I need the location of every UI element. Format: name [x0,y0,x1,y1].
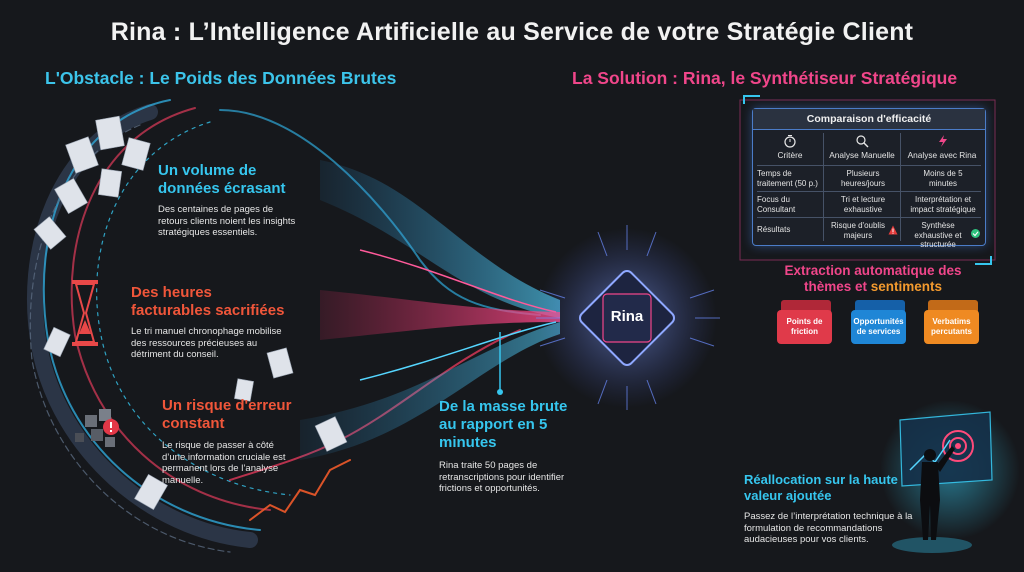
header-rina: Analyse avec Rina [907,150,977,160]
reallocation-text: Passez de l’interprétation technique à l… [744,511,913,545]
extraction-title-main: Extraction automatique des thèmes et [784,263,962,294]
transform-block: De la masse brute au rapport en 5 minute… [439,398,589,495]
target-screen-icon [880,400,1020,553]
obstacle-risk-title: Un risque d'erreur constant [162,397,292,432]
check-icon [971,229,980,238]
row-time-label: Temps de traitement (50 p.) [757,169,818,188]
row-results-rina: Synthèse exhaustive et structurée [914,221,962,249]
magnifier-icon [856,135,869,148]
transform-text: Rina traite 50 pages de retranscriptions… [439,460,565,494]
obstacle-hours-text: Le tri manuel chronophage mobilise des r… [131,326,282,360]
obstacle-hours: Des heures facturables sacrifiées Le tri… [131,284,286,361]
tag-friction: Points de friction [777,310,832,344]
extraction-title-accent: sentiments [870,279,943,294]
row-time-rina: Moins de 5 minutes [923,169,963,188]
obstacle-volume-text: Des centaines de pages de retours client… [158,204,296,238]
extraction-title: Extraction automatique des thèmes et sen… [773,263,973,295]
reallocation-block: Réallocation sur la haute valeur ajoutée… [744,472,914,546]
chip-graphic [536,225,720,410]
warning-icon [888,225,898,235]
lightning-icon [939,135,947,147]
row-time-manual: Plusieurs heures/jours [840,169,886,188]
error-puzzle-icon [75,409,119,447]
row-focus-manual: Tri et lecture exhaustive [840,195,886,214]
stopwatch-icon [784,135,796,148]
header-manual: Analyse Manuelle [829,150,895,160]
transform-title: De la masse brute au rapport en 5 minute… [439,398,568,451]
row-focus-rina: Interprétation et impact stratégique [910,195,976,214]
row-results-manual: Risque d'oublis majeurs [830,221,885,240]
hourglass-icon [72,280,98,346]
document-pages [33,115,348,511]
data-streams [300,160,560,460]
reallocation-title: Réallocation sur la haute valeur ajoutée [744,472,898,503]
obstacle-hours-title: Des heures facturables sacrifiées [131,284,285,319]
obstacle-volume-title: Un volume de données écrasant [158,162,286,197]
comparison-table: Comparaison d'efficacité Critère Analyse… [752,108,986,249]
tag-opportunities: Opportunités de services [851,310,906,344]
obstacle-risk-text: Le risque de passer à côté d’une informa… [162,440,286,486]
page-title: Rina : L’Intelligence Artificielle au Se… [110,18,914,46]
tag-verbatims: Verbatims percutants [924,310,979,344]
obstacle-volume: Un volume de données écrasant Des centai… [158,162,298,239]
header-criterion: Critère [777,150,803,160]
obstacle-heading: L'Obstacle : Le Poids des Données Brutes [45,68,397,88]
chip-label: Rina [610,308,644,325]
comparison-title: Comparaison d'efficacité [753,109,985,130]
obstacle-risk: Un risque d'erreur constant Le risque de… [162,397,297,486]
row-focus-label: Focus du Consultant [757,195,796,214]
solution-heading: La Solution : Rina, le Synthétiseur Stra… [572,68,958,88]
row-results-label: Résultats [757,225,791,234]
